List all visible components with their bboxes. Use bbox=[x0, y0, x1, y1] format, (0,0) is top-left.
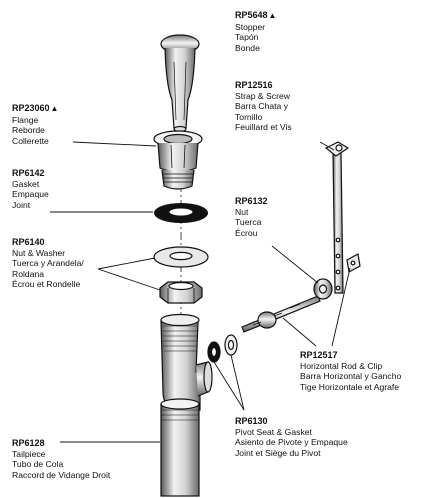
gasket-part bbox=[154, 203, 208, 223]
hex-nut-part bbox=[159, 281, 203, 304]
part-number: RP6128 bbox=[12, 438, 45, 448]
horizontal-rod-part bbox=[241, 295, 321, 333]
callout-strap: RP12516 Strap & Screw Barra Chata y Torn… bbox=[235, 80, 292, 133]
tailpiece-part bbox=[160, 398, 200, 497]
part-number: RP6132 bbox=[235, 196, 268, 206]
drain-body-part bbox=[160, 313, 213, 411]
pivot-gasket-part bbox=[207, 341, 221, 363]
leader-rod bbox=[282, 317, 317, 347]
callout-nut-washer: RP6140 Nut & Washer Tuerca y Arandela/ R… bbox=[12, 237, 84, 290]
part-number: RP12517 bbox=[300, 350, 338, 360]
leader-nut bbox=[271, 245, 319, 284]
callout-rod-clip: RP12517 Horizontal Rod & Clip Barra Hori… bbox=[300, 350, 402, 392]
clip-part bbox=[346, 253, 361, 273]
leader-pivot-gasket bbox=[213, 361, 245, 411]
part-number: RP23060▲ bbox=[12, 103, 59, 113]
pivot-nut-part bbox=[313, 278, 333, 300]
washer-part bbox=[153, 246, 209, 268]
pivot-seat-part bbox=[224, 334, 238, 356]
callout-flange: RP23060▲ Flange Reborde Collerette bbox=[12, 103, 59, 146]
part-number: RP6142 bbox=[12, 168, 45, 178]
strap-part bbox=[324, 141, 350, 294]
part-number: RP6140 bbox=[12, 237, 45, 247]
leader-pivot-seat bbox=[230, 354, 245, 411]
part-number: RP5648▲ bbox=[235, 10, 277, 20]
leader-strap bbox=[319, 141, 335, 151]
callout-pivot: RP6130 Pivot Seat & Gasket Asiento de Pi… bbox=[235, 416, 348, 458]
flange-part bbox=[153, 130, 203, 190]
part-number: RP6130 bbox=[235, 416, 268, 426]
callout-nut: RP6132 Nut Tuerca Écrou bbox=[235, 196, 268, 238]
callout-stopper: RP5648▲ Stopper Tapón Bonde bbox=[235, 10, 277, 53]
leader-flange bbox=[72, 141, 157, 147]
triangle-mark-icon: ▲ bbox=[50, 104, 59, 113]
triangle-mark-icon: ▲ bbox=[268, 11, 277, 20]
leader-nut-washer-2 bbox=[97, 268, 161, 291]
leader-nut-washer bbox=[97, 257, 156, 270]
stopper-part bbox=[160, 34, 200, 133]
leader-clip bbox=[331, 267, 351, 347]
part-number: RP12516 bbox=[235, 80, 273, 90]
callout-tailpiece: RP6128 Tailpiece Tubo de Cola Raccord de… bbox=[12, 438, 111, 480]
leader-lines bbox=[50, 141, 351, 443]
callout-gasket: RP6142 Gasket Empaque Joint bbox=[12, 168, 49, 210]
